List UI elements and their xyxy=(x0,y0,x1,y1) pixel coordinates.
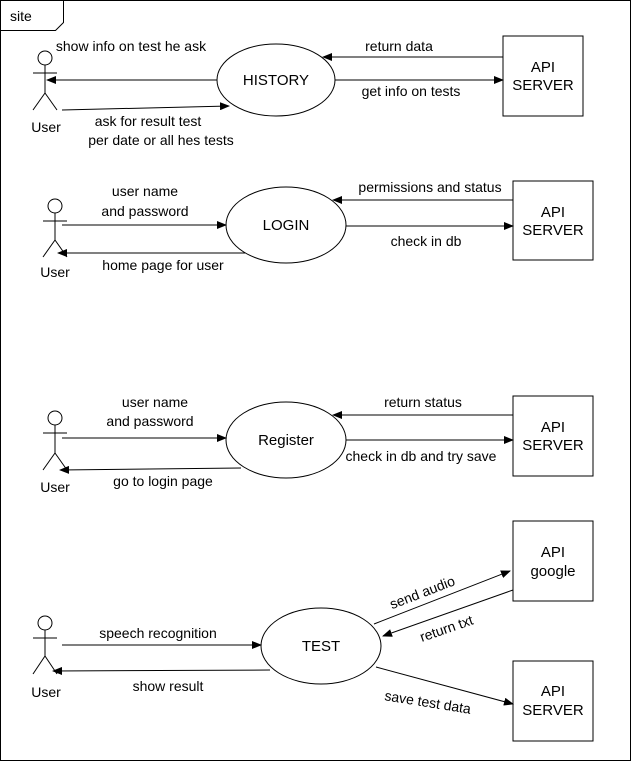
register-from-server-label: return status xyxy=(384,394,462,410)
test-arrow-from-google xyxy=(382,589,514,637)
test-section: User TEST API google API SERVER speech r… xyxy=(31,520,594,742)
test-api-google xyxy=(512,520,594,602)
test-api-server xyxy=(512,660,594,742)
login-to-server-label: check in db xyxy=(391,233,462,249)
login-actor xyxy=(42,198,68,258)
login-actor-label: User xyxy=(40,264,70,280)
login-api-server xyxy=(512,180,594,261)
login-api-server-line1: API xyxy=(541,204,565,221)
test-to-google-label: send audio xyxy=(387,573,457,613)
login-from-user-label-1: user name xyxy=(112,183,178,199)
register-from-user-label-2: and password xyxy=(106,413,193,429)
register-api-server-line1: API xyxy=(541,419,565,436)
test-from-google-label: return txt xyxy=(418,612,476,645)
login-to-user-label: home page for user xyxy=(102,257,224,273)
history-actor-label: User xyxy=(31,119,61,135)
test-process-label: TEST xyxy=(302,638,340,655)
register-arrow-to-user xyxy=(59,465,242,474)
test-arrow-to-google xyxy=(373,570,511,625)
test-to-server-label: save test data xyxy=(383,687,472,716)
history-from-user-label-1: ask for result test xyxy=(95,113,202,129)
login-process-label: LOGIN xyxy=(263,217,310,234)
history-from-server-label: return data xyxy=(365,38,433,54)
login-api-server-line2: SERVER xyxy=(522,222,584,239)
history-to-server-label: get info on tests xyxy=(362,83,461,99)
test-to-user-label: show result xyxy=(133,678,204,694)
test-api-server-line2: SERVER xyxy=(522,702,584,719)
history-from-user-label-2: per date or all hes tests xyxy=(88,132,234,148)
test-actor xyxy=(32,615,58,675)
history-arrow-from-user xyxy=(61,102,230,111)
register-process-label: Register xyxy=(258,432,314,449)
history-api-server xyxy=(502,35,584,117)
test-actor-label: User xyxy=(31,684,61,700)
test-api-google-line1: API xyxy=(541,544,565,561)
history-actor xyxy=(32,50,58,111)
login-from-user-label-2: and password xyxy=(101,203,188,219)
history-section: User HISTORY API SERVER show info on tes… xyxy=(31,35,584,148)
history-api-server-line1: API xyxy=(531,59,555,76)
register-to-user-label: go to login page xyxy=(113,473,213,489)
test-from-user-label: speech recognition xyxy=(99,625,217,641)
register-to-server-label: check in db and try save xyxy=(346,448,497,464)
test-arrow-to-server xyxy=(375,666,514,706)
register-api-server xyxy=(512,395,594,477)
register-api-server-line2: SERVER xyxy=(522,437,584,454)
test-api-google-line2: google xyxy=(530,563,575,580)
test-arrow-to-user xyxy=(52,666,271,675)
register-actor-label: User xyxy=(40,479,70,495)
login-section: User LOGIN API SERVER user name and pass… xyxy=(40,179,594,280)
history-process-label: HISTORY xyxy=(243,72,309,89)
frame-tab xyxy=(0,0,64,31)
history-api-server-line2: SERVER xyxy=(512,77,574,94)
register-from-user-label-1: user name xyxy=(122,394,188,410)
history-to-user-label: show info on test he ask xyxy=(56,38,207,54)
test-api-server-line1: API xyxy=(541,683,565,700)
frame-title: site xyxy=(10,8,32,24)
register-section: User Register API SERVER user name and p… xyxy=(40,394,594,495)
register-actor xyxy=(42,410,68,471)
login-from-server-label: permissions and status xyxy=(358,179,501,195)
